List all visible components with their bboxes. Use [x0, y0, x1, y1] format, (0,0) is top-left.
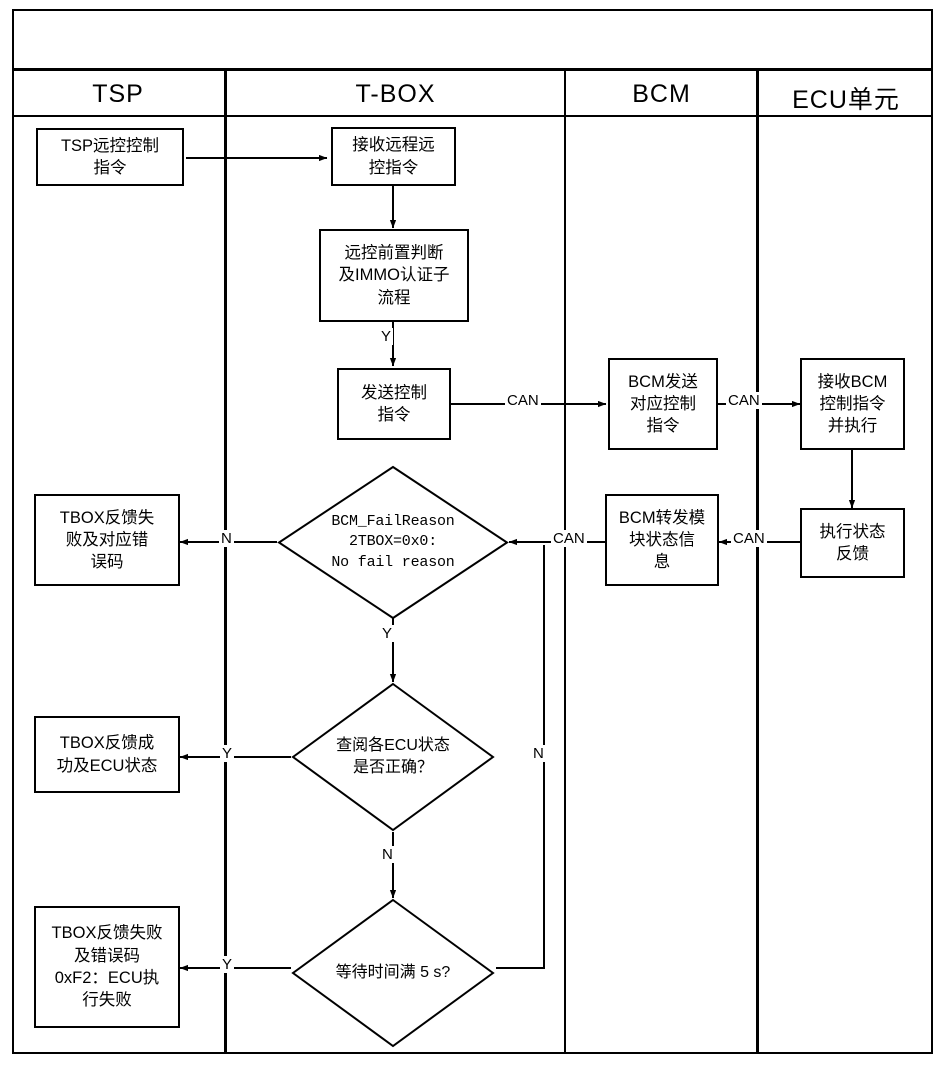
edge-label-n-loop: N [531, 745, 546, 762]
node-label: BCM发送 对应控制 指令 [628, 372, 698, 436]
edge-label-y-failreason: Y [380, 625, 395, 642]
node-label: 发送控制 指令 [361, 383, 427, 424]
edge-label-can-ecu-bcm: CAN [731, 530, 767, 547]
edge-label-can-tbox-bcm: CAN [505, 392, 541, 409]
lane-header-divider [12, 115, 933, 117]
lane-divider-3 [756, 71, 759, 1054]
node-send-control-command[interactable]: 发送控制 指令 [337, 368, 451, 440]
node-bcm-forward-status[interactable]: BCM转发模 块状态信 息 [605, 494, 719, 586]
node-label: TBOX反馈失 败及对应错 误码 [59, 508, 155, 572]
lane-title-tsp: TSP [92, 80, 144, 108]
node-tbox-feedback-fail-0xf2[interactable]: TBOX反馈失败 及错误码 0xF2：ECU执 行失败 [34, 906, 180, 1028]
lane-divider-1 [224, 71, 227, 1054]
node-tsp-remote-command[interactable]: TSP远控控制 指令 [36, 128, 184, 186]
node-tbox-feedback-success[interactable]: TBOX反馈成 功及ECU状态 [34, 716, 180, 793]
lane-title-ecu: ECU单元 [792, 86, 900, 114]
node-label: BCM转发模 块状态信 息 [618, 508, 706, 572]
node-precheck-immo-subprocess[interactable]: 远控前置判断 及IMMO认证子 流程 [319, 229, 469, 322]
edge-label-y-timeout: Y [220, 956, 235, 973]
lane-divider-2 [564, 71, 566, 1054]
decision-bcm-failreason[interactable]: BCM_FailReason 2TBOX=0x0: No fail reason [277, 465, 509, 620]
edge-label-n-failreason: N [219, 530, 234, 547]
node-receive-remote-command[interactable]: 接收远程远 控指令 [331, 127, 456, 186]
node-bcm-send-control-command[interactable]: BCM发送 对应控制 指令 [608, 358, 718, 450]
node-execution-status-feedback[interactable]: 执行状态 反馈 [800, 508, 905, 578]
node-label: TSP远控控制 指令 [60, 136, 160, 177]
node-label: 接收远程远 控指令 [352, 136, 435, 177]
decision-wait-5s[interactable]: 等待时间满 5 s? [291, 898, 495, 1048]
node-label: TBOX反馈成 功及ECU状态 [56, 734, 158, 775]
diagram-frame [12, 9, 933, 1054]
node-label: 远控前置判断 及IMMO认证子 流程 [338, 244, 450, 307]
lane-title-bcm: BCM [632, 80, 691, 108]
lane-title-tbox: T-BOX [355, 80, 436, 108]
node-label: 执行状态 反馈 [819, 522, 886, 563]
node-label: 接收BCM 控制指令 并执行 [817, 372, 888, 436]
header-band-divider [12, 68, 933, 71]
edge-label-n-ecu-ok: N [380, 846, 395, 863]
decision-check-ecu-status[interactable]: 查阅各ECU状态 是否正确？ [291, 682, 495, 832]
node-label: TBOX反馈失败 及错误码 0xF2：ECU执 行失败 [51, 924, 163, 1010]
edge-label-y-ecu-ok: Y [220, 745, 235, 762]
edge-label-can-bcm-ecu: CAN [726, 392, 762, 409]
edge-label-can-bcm-tbox: CAN [551, 530, 587, 547]
edge-label-y-precheck: Y [379, 328, 394, 345]
node-tbox-feedback-fail-errorcode[interactable]: TBOX反馈失 败及对应错 误码 [34, 494, 180, 586]
node-ecu-receive-execute[interactable]: 接收BCM 控制指令 并执行 [800, 358, 905, 450]
